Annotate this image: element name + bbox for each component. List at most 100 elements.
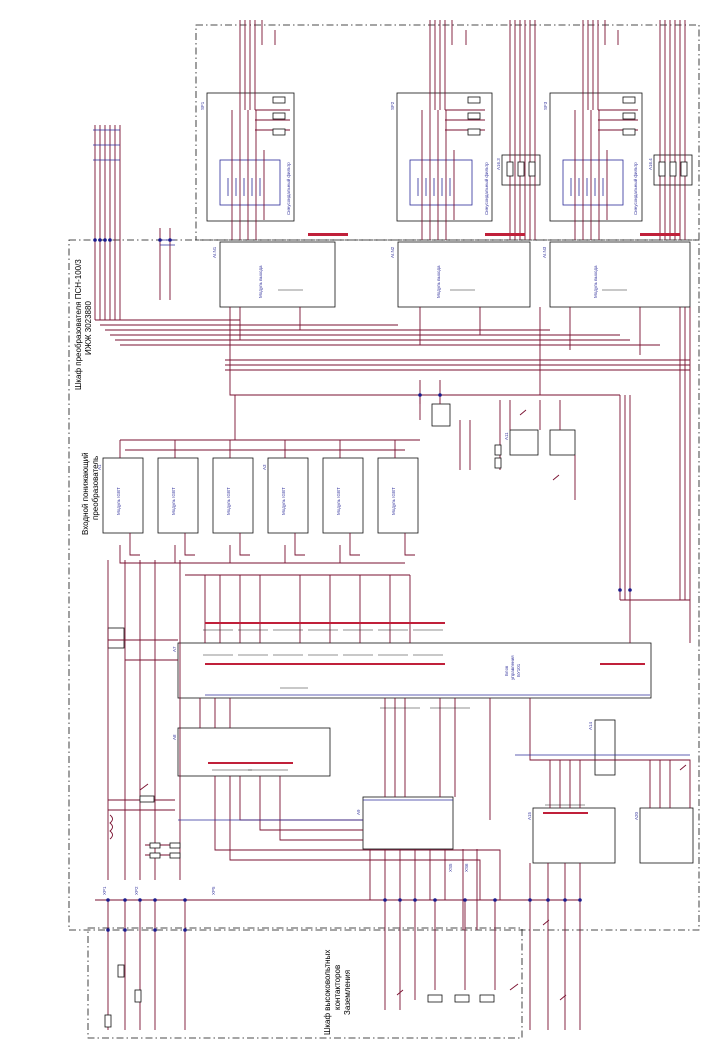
hv-contactors <box>104 444 502 1028</box>
filter-resistors <box>272 96 688 177</box>
connector-strips <box>203 289 627 806</box>
a9-label: A9 <box>356 809 361 815</box>
module-3-caption: Модуль выхода <box>593 265 598 298</box>
ai1-label: AI.N1 <box>212 246 217 258</box>
converter-cabinet-frame <box>68 239 700 931</box>
resistor-icon <box>272 112 286 120</box>
top-input-buses <box>239 20 686 240</box>
block-a20: A20 <box>634 807 694 864</box>
main-interconnect-wires <box>94 125 691 1030</box>
a15-label: A15 <box>527 811 532 820</box>
sf1-label: SF1 <box>200 101 205 110</box>
igbt-label-5: Модуль IGBT <box>336 487 341 515</box>
resistor-icon <box>272 128 286 136</box>
relay-block-2 <box>509 429 539 456</box>
coil-icon <box>427 994 443 1003</box>
contact-switches <box>139 409 687 1001</box>
a16-3-label: A16.3 <box>496 158 501 170</box>
module-2-caption: Модуль выхода <box>436 265 441 298</box>
resistor-icon <box>494 457 502 469</box>
terminal-icon <box>205 622 445 624</box>
block-a10 <box>107 627 125 649</box>
xp1-label: XP1 <box>102 886 107 895</box>
a1-label: A1 <box>97 464 102 470</box>
resistor-icon <box>494 444 502 456</box>
igbt-module-3 <box>212 457 254 534</box>
block-a15: A15 <box>527 807 616 864</box>
junction-dots <box>93 238 632 932</box>
coil-icon <box>134 989 142 1003</box>
a14-label: A14 <box>588 721 593 730</box>
resistor-icon <box>517 161 525 177</box>
cabinet-title-group: Шкаф преобразователя ПСН-100/3 ИЖЖ 30238… <box>74 259 93 390</box>
igbt-modules: Модуль IGBT Модуль IGBT Модуль IGBT Моду… <box>97 457 419 534</box>
terminal-icon <box>485 233 525 236</box>
resistor-icon <box>622 112 636 120</box>
filter-internal-wires <box>231 109 638 240</box>
sine-filter-2-label: Синусоидальный фильтр <box>483 162 489 215</box>
xp5-label: XP5 <box>211 886 216 895</box>
hv-cabinet-title-group: Шкаф высоковольтных контакторов Заземлен… <box>323 950 352 1035</box>
sine-filter-3-label: Синусоидальный фильтр <box>632 162 638 215</box>
output-module-2: AI.N2 Модуль выхода <box>390 241 531 308</box>
coil-icon <box>117 964 125 978</box>
resistor-icon <box>622 128 636 136</box>
igbt-label-1: Модуль IGBT <box>116 487 121 515</box>
igbt-label-3: Модуль IGBT <box>226 487 231 515</box>
signal-wires <box>93 129 690 821</box>
relay-block-1 <box>431 403 451 427</box>
sine-filter-1-label: Синусоидальный фильтр <box>285 162 291 215</box>
block-a8: A8 <box>172 727 331 777</box>
igbt-module-6 <box>377 457 419 534</box>
coil-icon <box>479 994 495 1003</box>
filter-coils <box>227 178 604 196</box>
sine-filter-2: Синусоидальный фильтр SF2 <box>390 92 493 222</box>
xs5-label: XS5 <box>448 863 453 872</box>
control-block-line1: Блок <box>504 666 509 676</box>
terminal-icon <box>543 812 588 814</box>
sf2-label: SF2 <box>390 101 395 110</box>
resistor-icon <box>169 852 181 859</box>
resistor-icon <box>169 842 181 849</box>
terminal-icon <box>205 663 445 665</box>
block-a9: A9 <box>356 796 454 850</box>
hv-cabinet-title-line2: контакторов <box>333 965 342 1010</box>
a8-label: A8 <box>172 734 177 740</box>
sine-filter-1: Синусоидальный фильтр SF1 <box>200 92 295 222</box>
a3-label: A3 <box>262 464 267 470</box>
terminal-icon <box>308 233 348 236</box>
converter-title-line2: преобразователь <box>91 456 100 520</box>
output-module-1: AI.N1 Модуль выхода <box>212 241 336 308</box>
resistor-icon <box>149 842 161 849</box>
igbt-module-5 <box>322 457 364 534</box>
cabinet-title: Шкаф преобразователя ПСН-100/3 <box>74 259 83 390</box>
terminal-blocks <box>205 233 680 814</box>
resistor-icon <box>467 112 481 120</box>
converter-title-group: Входной понижающий преобразователь <box>81 452 100 535</box>
block-a14: A14 <box>588 719 616 776</box>
resistor-icon <box>506 161 514 177</box>
terminal-icon <box>640 233 680 236</box>
resistor-icon <box>139 795 155 803</box>
resistor-icon <box>669 161 677 177</box>
coil-icon <box>454 994 470 1003</box>
hv-cabinet-title-line3: Заземления <box>343 970 352 1015</box>
resistor-icon <box>467 96 481 104</box>
coil-icon <box>104 1014 112 1028</box>
upper-filter-cabinet-frame <box>195 24 700 241</box>
a11-label: A11 <box>504 432 509 440</box>
resistor-icon <box>680 161 688 177</box>
igbt-module-4 <box>267 457 309 534</box>
output-module-3: AI.N3 Модуль выхода <box>542 241 691 308</box>
a7-label: A7 <box>172 646 177 652</box>
igbt-label-6: Модуль IGBT <box>391 487 396 515</box>
converter-title-line1: Входной понижающий <box>81 452 90 535</box>
control-block-a7: Блок управления БУ101 A7 <box>172 642 652 699</box>
xp2-label: XP2 <box>134 886 139 895</box>
igbt-module-2 <box>157 457 199 534</box>
hv-cabinet-title-line1: Шкаф высоковольтных <box>323 950 332 1035</box>
sf3-label: SF3 <box>543 101 548 110</box>
a16-4-label: A16.4 <box>648 158 653 170</box>
resistor-icon <box>622 96 636 104</box>
